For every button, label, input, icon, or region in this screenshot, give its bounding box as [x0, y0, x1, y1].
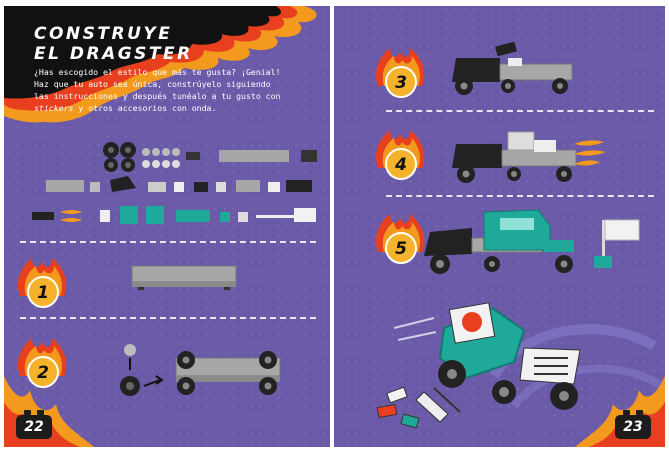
right-page: 3 4: [334, 6, 665, 447]
gray-tile-icon: [90, 182, 100, 192]
black-clip-icon: [194, 182, 208, 192]
rim-icon: [142, 148, 180, 168]
step-1: 1: [10, 252, 74, 314]
title-line-1: Construye: [34, 24, 173, 44]
white-brick-icon: [216, 182, 226, 192]
step-3-build-illustration: [452, 42, 573, 95]
step-1-build-illustration: [131, 265, 237, 290]
intro-part-1: ¿Has escogido el estilo que más te gusta…: [34, 67, 281, 101]
step-4: 4: [368, 124, 432, 186]
divider-4: [386, 195, 654, 197]
step-number: 2: [37, 363, 49, 383]
step-3: 3: [368, 42, 432, 104]
sticker-pieces-icon: [376, 386, 461, 429]
step-2-build-illustration: [120, 344, 281, 396]
title-line-2: el dragster: [34, 44, 193, 64]
teal-tile-icon: [220, 212, 230, 222]
gray-brick-2-icon: [236, 180, 260, 192]
divider-3: [386, 110, 654, 112]
left-page: Construye el dragster ¿Has escogido el e…: [4, 6, 330, 447]
step-flame-icon: 2: [17, 338, 67, 388]
step-5-build-illustration: [424, 209, 640, 274]
black-plate-icon: [301, 150, 317, 162]
step-flame-icon: 1: [17, 258, 67, 308]
step-number: 1: [37, 283, 49, 303]
intro-text: ¿Has escogido el estilo que más te gusta…: [34, 66, 289, 114]
flame-piece-icon: [60, 210, 82, 222]
page-number-left: 22: [16, 410, 52, 439]
intro-part-2: y otros accesorios con onda.: [73, 103, 217, 113]
step-number: 5: [395, 239, 407, 259]
white-plate-icon: [148, 182, 166, 192]
white-bar-icon: [256, 215, 296, 218]
flag-piece-icon: [294, 208, 316, 222]
black-brick-icon: [286, 180, 312, 192]
gray-brick-icon: [46, 180, 84, 192]
white-tile-2-icon: [238, 212, 248, 222]
white-clip-icon: [100, 210, 110, 222]
gray-plate-icon: [219, 150, 289, 162]
teal-plate-icon: [176, 210, 210, 222]
step-number: 4: [394, 155, 407, 175]
black-tile-2-icon: [32, 212, 54, 220]
finished-dragster-illustration: [376, 302, 581, 429]
page-gutter: [330, 0, 334, 453]
parts-inventory: [32, 142, 317, 224]
step-flame-icon: 3: [375, 48, 425, 98]
black-tile-icon: [186, 152, 200, 160]
teal-panel-icon: [120, 206, 138, 224]
step-5: 5: [368, 208, 432, 270]
flag-icon: [594, 219, 640, 268]
divider-2: [20, 317, 316, 319]
step-flame-icon: 5: [375, 214, 425, 264]
page-title: Construye el dragster: [34, 24, 193, 64]
white-tile-icon: [174, 182, 184, 192]
step-number: 3: [395, 73, 407, 93]
header-flame-icon: [4, 6, 317, 123]
wheel-icon: [103, 142, 136, 172]
intro-emphasis: stickers: [34, 103, 74, 113]
step-2: 2: [10, 332, 74, 394]
step-flame-icon: 4: [375, 130, 425, 180]
step-4-build-illustration: [452, 131, 606, 183]
page-number-right: 23: [615, 410, 651, 439]
curved-slope-icon: [110, 176, 136, 192]
white-brick-2-icon: [268, 182, 280, 192]
teal-panel-2-icon: [146, 206, 164, 224]
divider: [20, 241, 316, 243]
exhaust-flame-icon: [574, 140, 606, 166]
